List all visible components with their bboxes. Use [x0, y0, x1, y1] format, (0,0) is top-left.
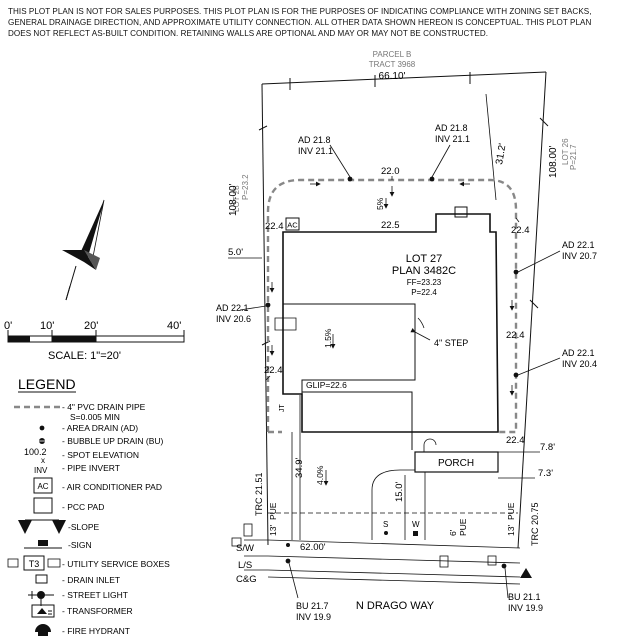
legend-drain-slope: S=0.005 MIN — [70, 412, 120, 422]
slope-4pct: 4.0% — [315, 465, 325, 485]
property-boundary — [258, 71, 549, 549]
step-label: 4" STEP — [434, 338, 468, 348]
legend-sign: -SIGN — [68, 540, 92, 550]
bu-2-label: BU 21.1 — [508, 592, 541, 602]
ad-2-inv: INV 21.1 — [435, 134, 470, 144]
top-dimension: 66.10' — [379, 71, 406, 82]
legend-slope: -SLOPE — [68, 522, 100, 532]
curb-gutter-label: C&G — [236, 574, 257, 585]
left-dimension: 108.00' — [228, 183, 239, 216]
scale-bar — [7, 330, 185, 343]
legend: LEGEND - 4" PVC DRAIN PIPE S=0.005 MIN -… — [7, 376, 170, 636]
pue-mid: PUE — [458, 518, 468, 536]
ad-4-label: AD 22.1 — [562, 240, 595, 250]
spot-22-4-a: 22.4 — [265, 221, 284, 232]
spot-22-5: 22.5 — [381, 220, 400, 231]
dim-7-8: 7.8' — [540, 442, 555, 453]
street-name: N DRAGO WAY — [356, 600, 435, 612]
ad-3-label: AD 22.1 — [216, 303, 249, 313]
ad-3-inv: INV 20.6 — [216, 314, 251, 324]
pue-right: PUE — [506, 502, 516, 520]
ad-4-inv: INV 20.7 — [562, 251, 597, 261]
parcel-label: PARCEL B — [373, 50, 412, 59]
legend-utility-boxes: - UTILITY SERVICE BOXES — [62, 559, 170, 569]
house-footprint — [274, 206, 499, 450]
pue-left: PUE — [268, 502, 278, 520]
ad-5-label: AD 22.1 — [562, 348, 595, 358]
legend-drain-pipe: - 4" PVC DRAIN PIPE — [62, 402, 146, 412]
legend-transformer: - TRANSFORMER — [62, 606, 133, 616]
legend-street-light: - STREET LIGHT — [62, 590, 128, 600]
scale-tick-40: 40' — [167, 320, 181, 332]
legend-fire-hydrant: - FIRE HYDRANT — [62, 626, 130, 636]
sidewalk-label: S/W — [236, 543, 254, 554]
legend-spot-elevation: - SPOT ELEVATION — [62, 450, 139, 460]
legend-title: LEGEND — [18, 376, 76, 392]
lot-26-pad: P=21.7 — [569, 144, 578, 170]
slope-5pct: 5% — [375, 197, 385, 210]
legend-bubble-up: - BUBBLE UP DRAIN (BU) — [62, 436, 164, 446]
legend-pcc-pad: - PCC PAD — [62, 502, 104, 512]
bottom-dimension: 62.00' — [300, 542, 326, 553]
dim-13-left: 13' — [268, 525, 278, 536]
dim-7-3: 7.3' — [538, 468, 553, 479]
trc-left: TRC 21.51 — [254, 472, 264, 516]
spot-22-4-d: 22.4 — [506, 435, 525, 446]
dim-13-right: 13' — [506, 525, 516, 536]
legend-utility-symbol: T3 — [29, 559, 40, 569]
legend-ac-symbol: AC — [37, 482, 48, 491]
landscape-strip-label: L/S — [238, 560, 252, 571]
dim-34-9: 34.9' — [294, 458, 305, 478]
bu-1-label: BU 21.7 — [296, 601, 329, 611]
tract-label: TRACT 3968 — [369, 60, 416, 69]
scale-tick-10: 10' — [40, 320, 54, 332]
disclaimer-note: THIS PLOT PLAN IS NOT FOR SALES PURPOSES… — [8, 7, 592, 38]
spot-22-4-e: 22.4 — [264, 365, 283, 376]
jt-label: JT — [279, 404, 286, 413]
water-marker: W — [412, 520, 420, 529]
svg-text:x: x — [41, 456, 45, 465]
scale-tick-20: 20' — [84, 320, 98, 332]
spot-22-4-b: 22.4 — [511, 225, 530, 236]
legend-ac-pad: - AIR CONDITIONER PAD — [62, 482, 162, 492]
bu-1-inv: INV 19.9 — [296, 612, 331, 622]
right-dimension: 108.00' — [548, 145, 559, 178]
garage-lip-elevation: GLIP=22.6 — [306, 380, 347, 390]
dim-6: 6' — [448, 529, 458, 536]
lot-28-label: LOT 28 — [232, 185, 241, 212]
lot-28-pad: P=23.2 — [241, 174, 250, 200]
north-arrow — [62, 199, 105, 301]
ad-5-inv: INV 20.4 — [562, 359, 597, 369]
trc-right: TRC 20.75 — [530, 502, 540, 546]
sewer-marker: S — [383, 520, 388, 529]
spot-22-0: 22.0 — [381, 166, 400, 177]
ac-pad-label: AC — [287, 221, 298, 230]
lot-26-label: LOT 26 — [561, 138, 570, 165]
legend-drain-inlet: - DRAIN INLET — [62, 575, 120, 585]
scale-label: SCALE: 1"=20' — [48, 350, 121, 362]
spot-22-4-c: 22.4 — [506, 330, 525, 341]
slope-1-5pct: 1.5% — [323, 328, 333, 348]
legend-pipe-invert: - PIPE INVERT — [62, 463, 120, 473]
diagonal-dimension: 31.2' — [494, 142, 509, 165]
finish-floor: FF=23.23 — [407, 278, 442, 287]
legend-area-drain: - AREA DRAIN (AD) — [62, 423, 138, 433]
legend-inv-symbol: INV — [34, 466, 48, 475]
setback-5-0: 5.0' — [228, 247, 243, 258]
dim-15-0: 15.0' — [394, 482, 405, 502]
bu-2-inv: INV 19.9 — [508, 603, 543, 613]
lot-plan: PLAN 3482C — [392, 265, 456, 277]
porch-label: PORCH — [438, 458, 474, 469]
legend-spot-symbol: 100.2 — [24, 447, 47, 457]
ad-2-label: AD 21.8 — [435, 123, 468, 133]
pad-elevation: P=22.4 — [411, 288, 437, 297]
drain-pipe — [266, 178, 518, 434]
scale-tick-0: 0' — [4, 320, 12, 332]
lot-name: LOT 27 — [406, 253, 443, 265]
ad-1-label: AD 21.8 — [298, 135, 331, 145]
ad-1-inv: INV 21.1 — [298, 146, 333, 156]
